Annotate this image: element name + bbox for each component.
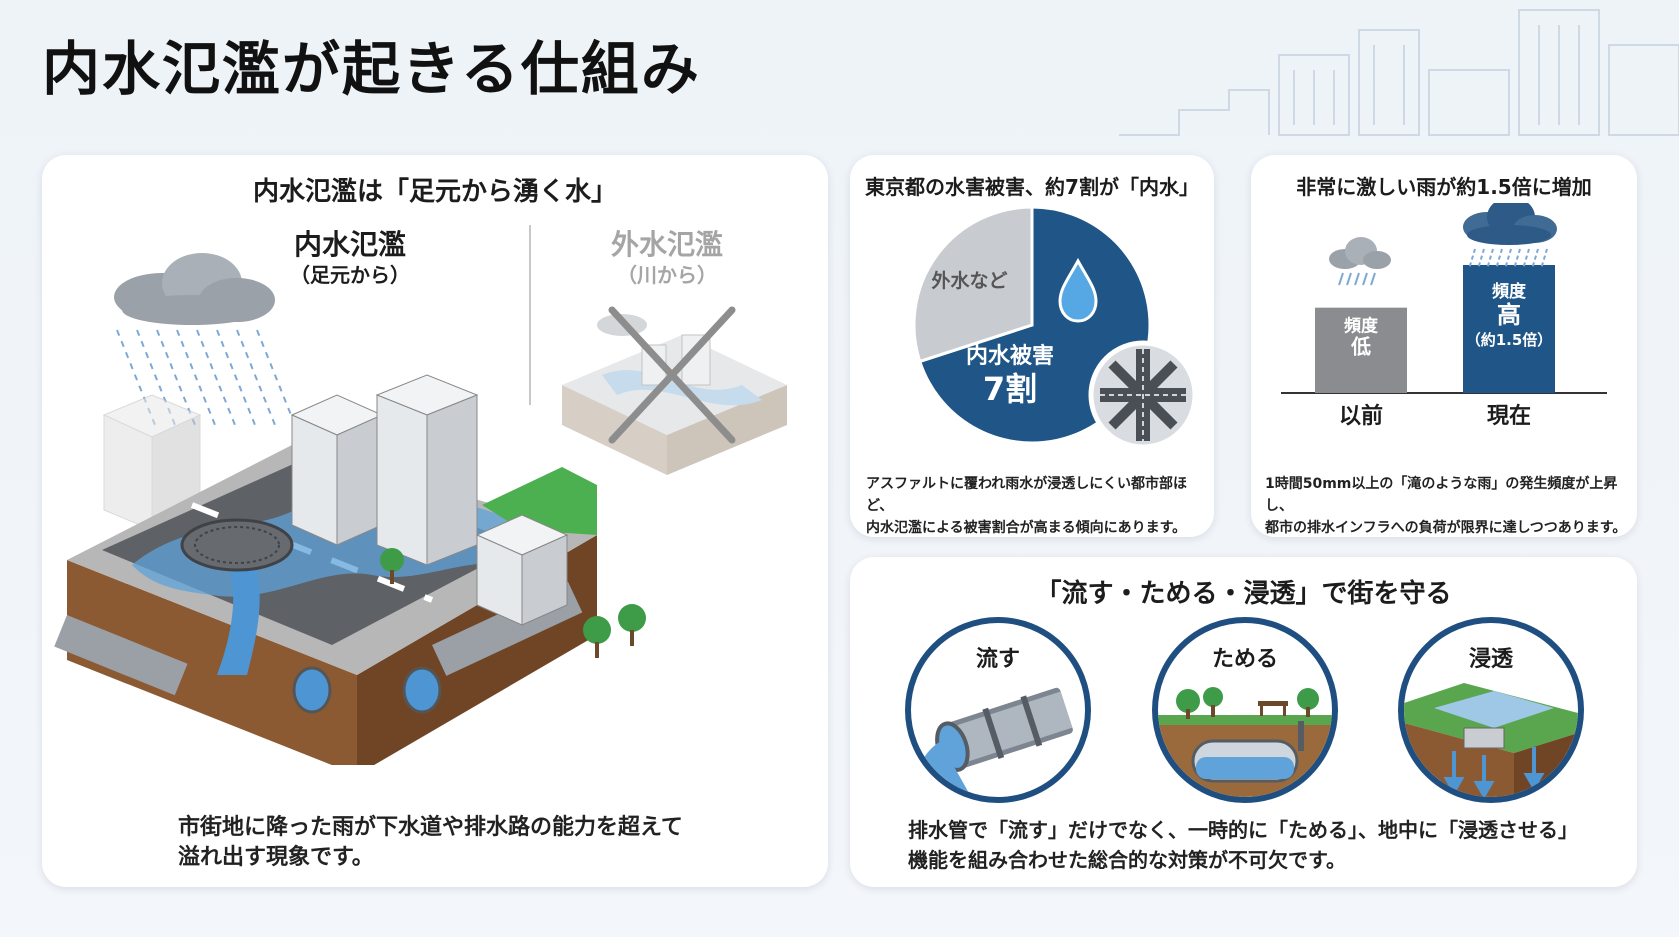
- river-flood-sublabel: （川から）: [617, 263, 717, 287]
- bar-category-0: 以前: [1339, 403, 1383, 429]
- inland-card-description: 市街地に降った雨が下水道や排水路の能力を超えて 溢れ出す現象です。: [178, 813, 683, 873]
- river-flood-scene: [562, 314, 787, 475]
- measures-card-description: 排水管で「流す」だけでなく、一時的に「ためる」、地中に「浸透させる」 機能を組み…: [908, 815, 1578, 875]
- bar-label-1-0: 頻度: [1491, 281, 1527, 302]
- bar-label-0-0: 頻度: [1343, 316, 1379, 337]
- bar-label-1-1: 高: [1497, 301, 1521, 329]
- measures-card-title: 「流す・ためる・浸透」で街を守る: [1035, 579, 1452, 609]
- building-icon: [290, 374, 569, 626]
- bar-0: [1315, 307, 1407, 393]
- river-flood-label: 外水氾濫: [610, 228, 723, 261]
- bar-category-1: 現在: [1487, 403, 1531, 429]
- bar-label-0-1: 低: [1350, 335, 1371, 359]
- infiltration-icon: [1404, 683, 1578, 797]
- bar-desc-line2: 都市の排水インフラへの負荷が限界に達しつつあります。: [1265, 520, 1627, 536]
- inland-flood-label: 内水氾濫: [293, 228, 406, 261]
- storage-tank-icon: [1158, 687, 1332, 797]
- bar-card-title: 非常に激しい雨が約1.5倍に増加: [1296, 175, 1592, 199]
- measure-infiltrate-label: 浸透: [1468, 647, 1513, 672]
- measures-desc-line2: 機能を組み合わせた総合的な対策が不可欠です。: [908, 848, 1346, 872]
- measure-store: ためる: [1152, 617, 1338, 803]
- bar-label-1-2: （約1.5倍）: [1466, 331, 1553, 349]
- small-rain-cloud-icon: [1329, 237, 1391, 286]
- heavy-rain-cloud-icon: [1463, 203, 1557, 270]
- pie-card-description: アスファルトに覆われ雨水が浸透しにくい都市部ほど、 内水氾濫による被害割合が高ま…: [866, 473, 1214, 539]
- pipe-icon: [911, 687, 1073, 797]
- bar-chart-card: 非常に激しい雨が約1.5倍に増加 頻度低以前頻度高（約1.5倍）現在 1時間50…: [1251, 155, 1637, 537]
- pie-desc-line2: 内水氾濫による被害割合が高まる傾向にあります。: [866, 520, 1187, 536]
- skyline-background-icon: [1119, 9, 1679, 136]
- measures-card: 「流す・ためる・浸透」で街を守る 流す ためる: [850, 557, 1637, 887]
- inland-flood-sublabel: （足元から）: [290, 263, 410, 287]
- pie-desc-line1: アスファルトに覆われ雨水が浸透しにくい都市部ほど、: [866, 476, 1188, 514]
- bar-1: [1463, 265, 1555, 393]
- measure-flow: 流す: [905, 617, 1091, 803]
- bar-card-description: 1時間50mm以上の「滝のような雨」の発生頻度が上昇し、 都市の排水インフラへの…: [1265, 473, 1637, 539]
- divider: [529, 225, 531, 405]
- pie-slice-1: [912, 205, 1034, 364]
- city-intersection-icon: [1088, 340, 1198, 450]
- cross-out-icon: [608, 306, 736, 444]
- measure-flow-label: 流す: [975, 647, 1020, 672]
- measure-infiltrate: 浸透: [1398, 617, 1584, 803]
- measures-desc-line1: 排水管で「流す」だけでなく、一時的に「ためる」、地中に「浸透させる」: [908, 818, 1578, 842]
- inland-flood-card: 内水氾濫は「足元から湧く水」 内水氾濫 （足元から） 外水氾濫 （川から）: [42, 155, 828, 887]
- inland-flood-illustration: [54, 253, 787, 765]
- water-drop-icon: [1058, 257, 1098, 323]
- pie-card-title: 東京都の水害被害、約7割が「内水」: [865, 175, 1199, 199]
- inland-desc-line1: 市街地に降った雨が下水道や排水路の能力を超えて: [178, 815, 683, 840]
- rain-cloud-icon: [114, 253, 275, 325]
- inland-desc-line2: 溢れ出す現象です。: [178, 845, 374, 870]
- inland-card-title: 内水氾濫は「足元から湧く水」: [252, 177, 617, 207]
- pie-label-other: 外水など: [931, 269, 1007, 292]
- pie-label-inland: 内水被害: [966, 343, 1054, 369]
- tree-icon: [380, 548, 646, 658]
- bar-desc-line1: 1時間50mm以上の「滝のような雨」の発生頻度が上昇し、: [1265, 476, 1618, 514]
- page-title: 内水氾濫が起きる仕組み: [42, 35, 701, 103]
- measure-store-label: ためる: [1211, 647, 1278, 672]
- pie-value-inland: 7割: [983, 370, 1037, 408]
